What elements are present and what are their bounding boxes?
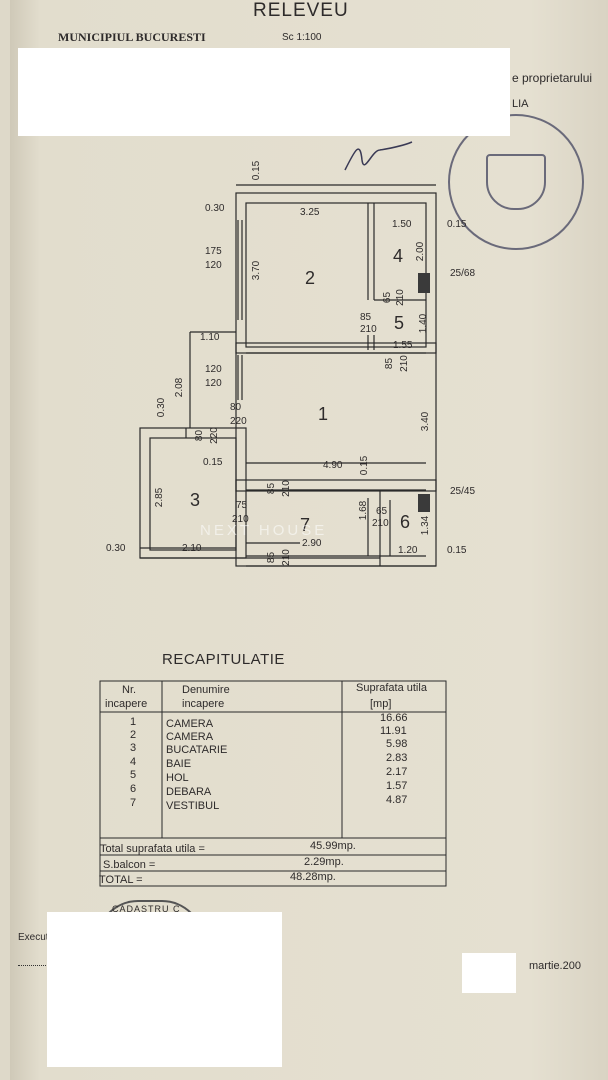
dim-label: 25/45	[450, 486, 476, 497]
dim-label: 210	[372, 518, 389, 529]
dim-label: 210	[360, 324, 377, 335]
dim-label: 0.15	[447, 545, 467, 556]
recap-header-nr: Nr.	[122, 684, 137, 696]
owner-fragment-2: LIA	[512, 98, 529, 110]
room-number: 6	[400, 512, 411, 532]
official-stamp-icon	[448, 114, 584, 250]
recap-row-nr: 7	[130, 797, 137, 809]
redaction-box	[18, 48, 510, 136]
recap-row-nr: 1	[130, 716, 137, 728]
owner-fragment: e proprietarului	[512, 71, 593, 85]
dim-label: 1.55	[393, 340, 413, 351]
redaction-box	[462, 953, 516, 993]
cadastru-stamp-text: CADASTRU C	[112, 904, 181, 914]
recap-balcony-label: S.balcon =	[103, 859, 156, 871]
dim-label: 1.20	[398, 545, 418, 556]
recap-row-name: CAMERA	[166, 731, 214, 743]
dim-label: 120	[205, 364, 222, 375]
scale-label: Sc 1:100	[282, 32, 322, 43]
dim-label: 0.15	[447, 219, 467, 230]
executed-label: Execut	[18, 932, 49, 943]
dim-label: 2.90	[302, 538, 322, 549]
signature-line	[18, 965, 46, 966]
room-number: 3	[190, 490, 201, 510]
recap-row-nr: 6	[130, 783, 137, 795]
recap-row-name: CAMERA	[166, 718, 214, 730]
recap-row-nr: 2	[130, 729, 137, 741]
date-label: martie.200	[529, 960, 581, 972]
dim-label: 0.30	[205, 203, 225, 214]
room-number: 4	[393, 246, 404, 266]
recap-row-area: 4.87	[386, 794, 408, 806]
recap-row-area: 2.17	[386, 766, 408, 778]
room-number: 1	[318, 404, 329, 424]
watermark: NEXT HOUSE	[200, 522, 328, 539]
dim-label: 2.10	[182, 543, 202, 554]
dim-label: 120	[205, 378, 222, 389]
recap-title: RECAPITULATIE	[162, 651, 285, 668]
vent-shaft-icon	[418, 273, 430, 293]
recap-row-nr: 4	[130, 756, 137, 768]
room-number: 5	[394, 313, 405, 333]
document-title: RELEVEU	[253, 0, 349, 21]
recap-grand-total-label: TOTAL =	[99, 874, 143, 886]
recap-total-value: 45.99mp.	[310, 840, 356, 852]
recap-row-nr: 5	[130, 769, 137, 781]
vent-shaft-icon	[418, 494, 430, 512]
recap-row-name: BUCATARIE	[166, 744, 228, 756]
recap-row-name: DEBARA	[166, 786, 212, 798]
recap-row-area: 1.57	[386, 780, 408, 792]
recap-header-nr-2: incapere	[105, 698, 148, 710]
recap-header-area: Suprafata utila	[356, 682, 427, 694]
recap-row-area: 11.91	[380, 725, 407, 737]
dim-label: 120	[205, 260, 222, 271]
redaction-box	[47, 912, 282, 1067]
recap-row-name: BAIE	[166, 758, 192, 770]
recap-row-nr: 3	[130, 742, 137, 754]
recap-row-area: 5.98	[386, 738, 408, 750]
dim-label: 85	[360, 312, 372, 323]
dim-label: 65	[376, 506, 388, 517]
room-number: 7	[300, 515, 311, 535]
recap-row-name: HOL	[166, 772, 189, 784]
recap-row-area: 2.83	[386, 752, 408, 764]
recap-total-label: Total suprafata utila =	[100, 843, 205, 855]
dim-label: 4.90	[323, 460, 343, 471]
dim-label: 75	[236, 500, 248, 511]
dim-label: 1.10	[200, 332, 220, 343]
dim-label: 220	[230, 416, 247, 427]
recap-header-name: Denumire	[182, 684, 230, 696]
dim-label: 3.25	[300, 207, 320, 218]
dim-label: 0.30	[106, 543, 126, 554]
municipality-label: MUNICIPIUL BUCURESTI	[58, 30, 206, 44]
dim-label: 175	[205, 246, 222, 257]
recap-row-name: VESTIBUL	[166, 800, 220, 812]
recap-balcony-value: 2.29mp.	[304, 856, 344, 868]
dim-label: 80	[230, 402, 242, 413]
room-number: 2	[305, 268, 316, 288]
recap-header-name-2: incapere	[182, 698, 225, 710]
recap-header-area-2: [mp]	[370, 698, 392, 710]
recap-row-area: 16.66	[380, 712, 408, 724]
signature-icon	[344, 141, 413, 171]
dim-label: 1.50	[392, 219, 412, 230]
dim-label: 210	[232, 514, 249, 525]
dim-label: 25/68	[450, 268, 476, 279]
dim-label: 0.15	[203, 457, 223, 468]
recap-grand-total-value: 48.28mp.	[290, 871, 336, 883]
